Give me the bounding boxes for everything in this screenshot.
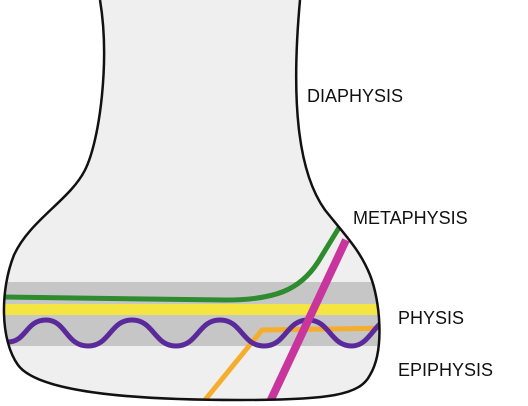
label-physis: PHYSIS (398, 308, 464, 328)
label-diaphysis: DIAPHYSIS (307, 86, 403, 106)
yellow-line (0, 304, 400, 315)
label-metaphysis: METAPHYSIS (353, 208, 468, 228)
label-epiphysis: EPIPHYSIS (398, 360, 493, 380)
